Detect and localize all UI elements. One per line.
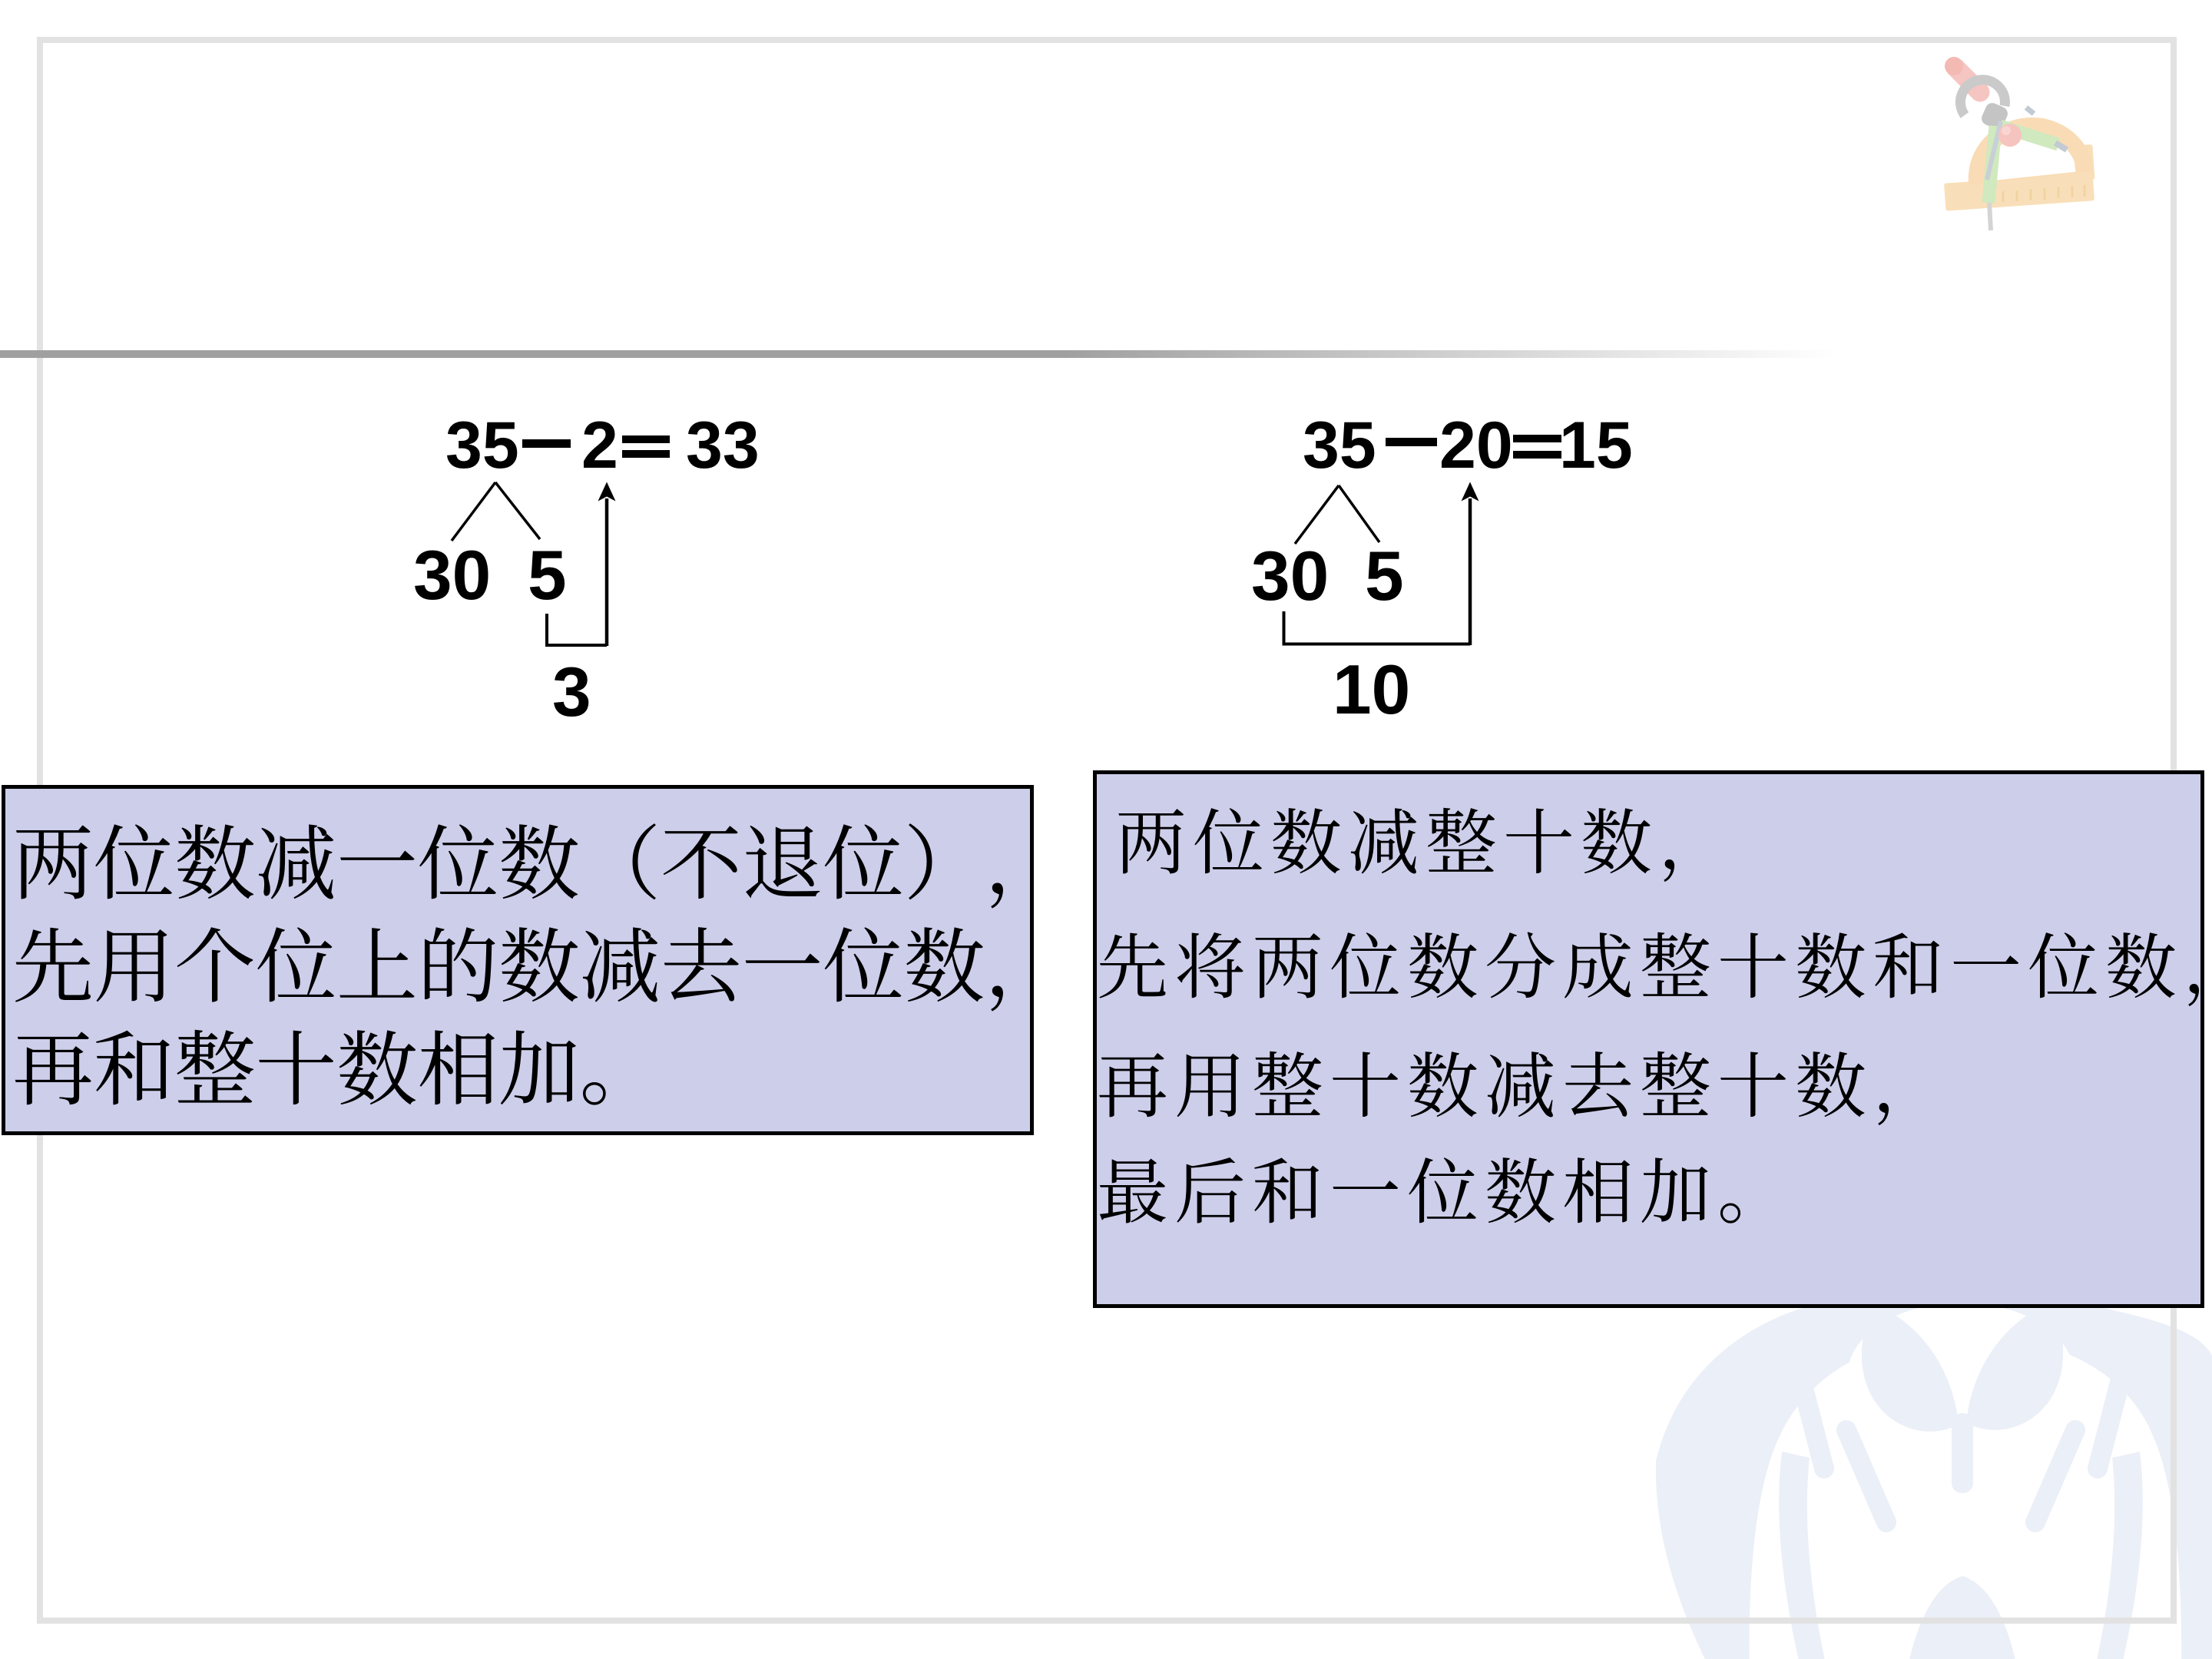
svg-text:15: 15: [1559, 409, 1633, 482]
svg-text:35: 35: [445, 409, 519, 482]
svg-text:5: 5: [528, 537, 567, 614]
svg-text:30: 30: [1251, 538, 1329, 615]
svg-text:33: 33: [686, 409, 760, 482]
svg-text:3: 3: [552, 654, 591, 731]
svg-text:2: 2: [581, 409, 618, 482]
svg-text:20: 20: [1439, 409, 1513, 482]
svg-text:5: 5: [1365, 538, 1404, 615]
svg-text:10: 10: [1333, 651, 1410, 729]
svg-text:35: 35: [1303, 409, 1376, 482]
svg-text:30: 30: [413, 537, 491, 614]
